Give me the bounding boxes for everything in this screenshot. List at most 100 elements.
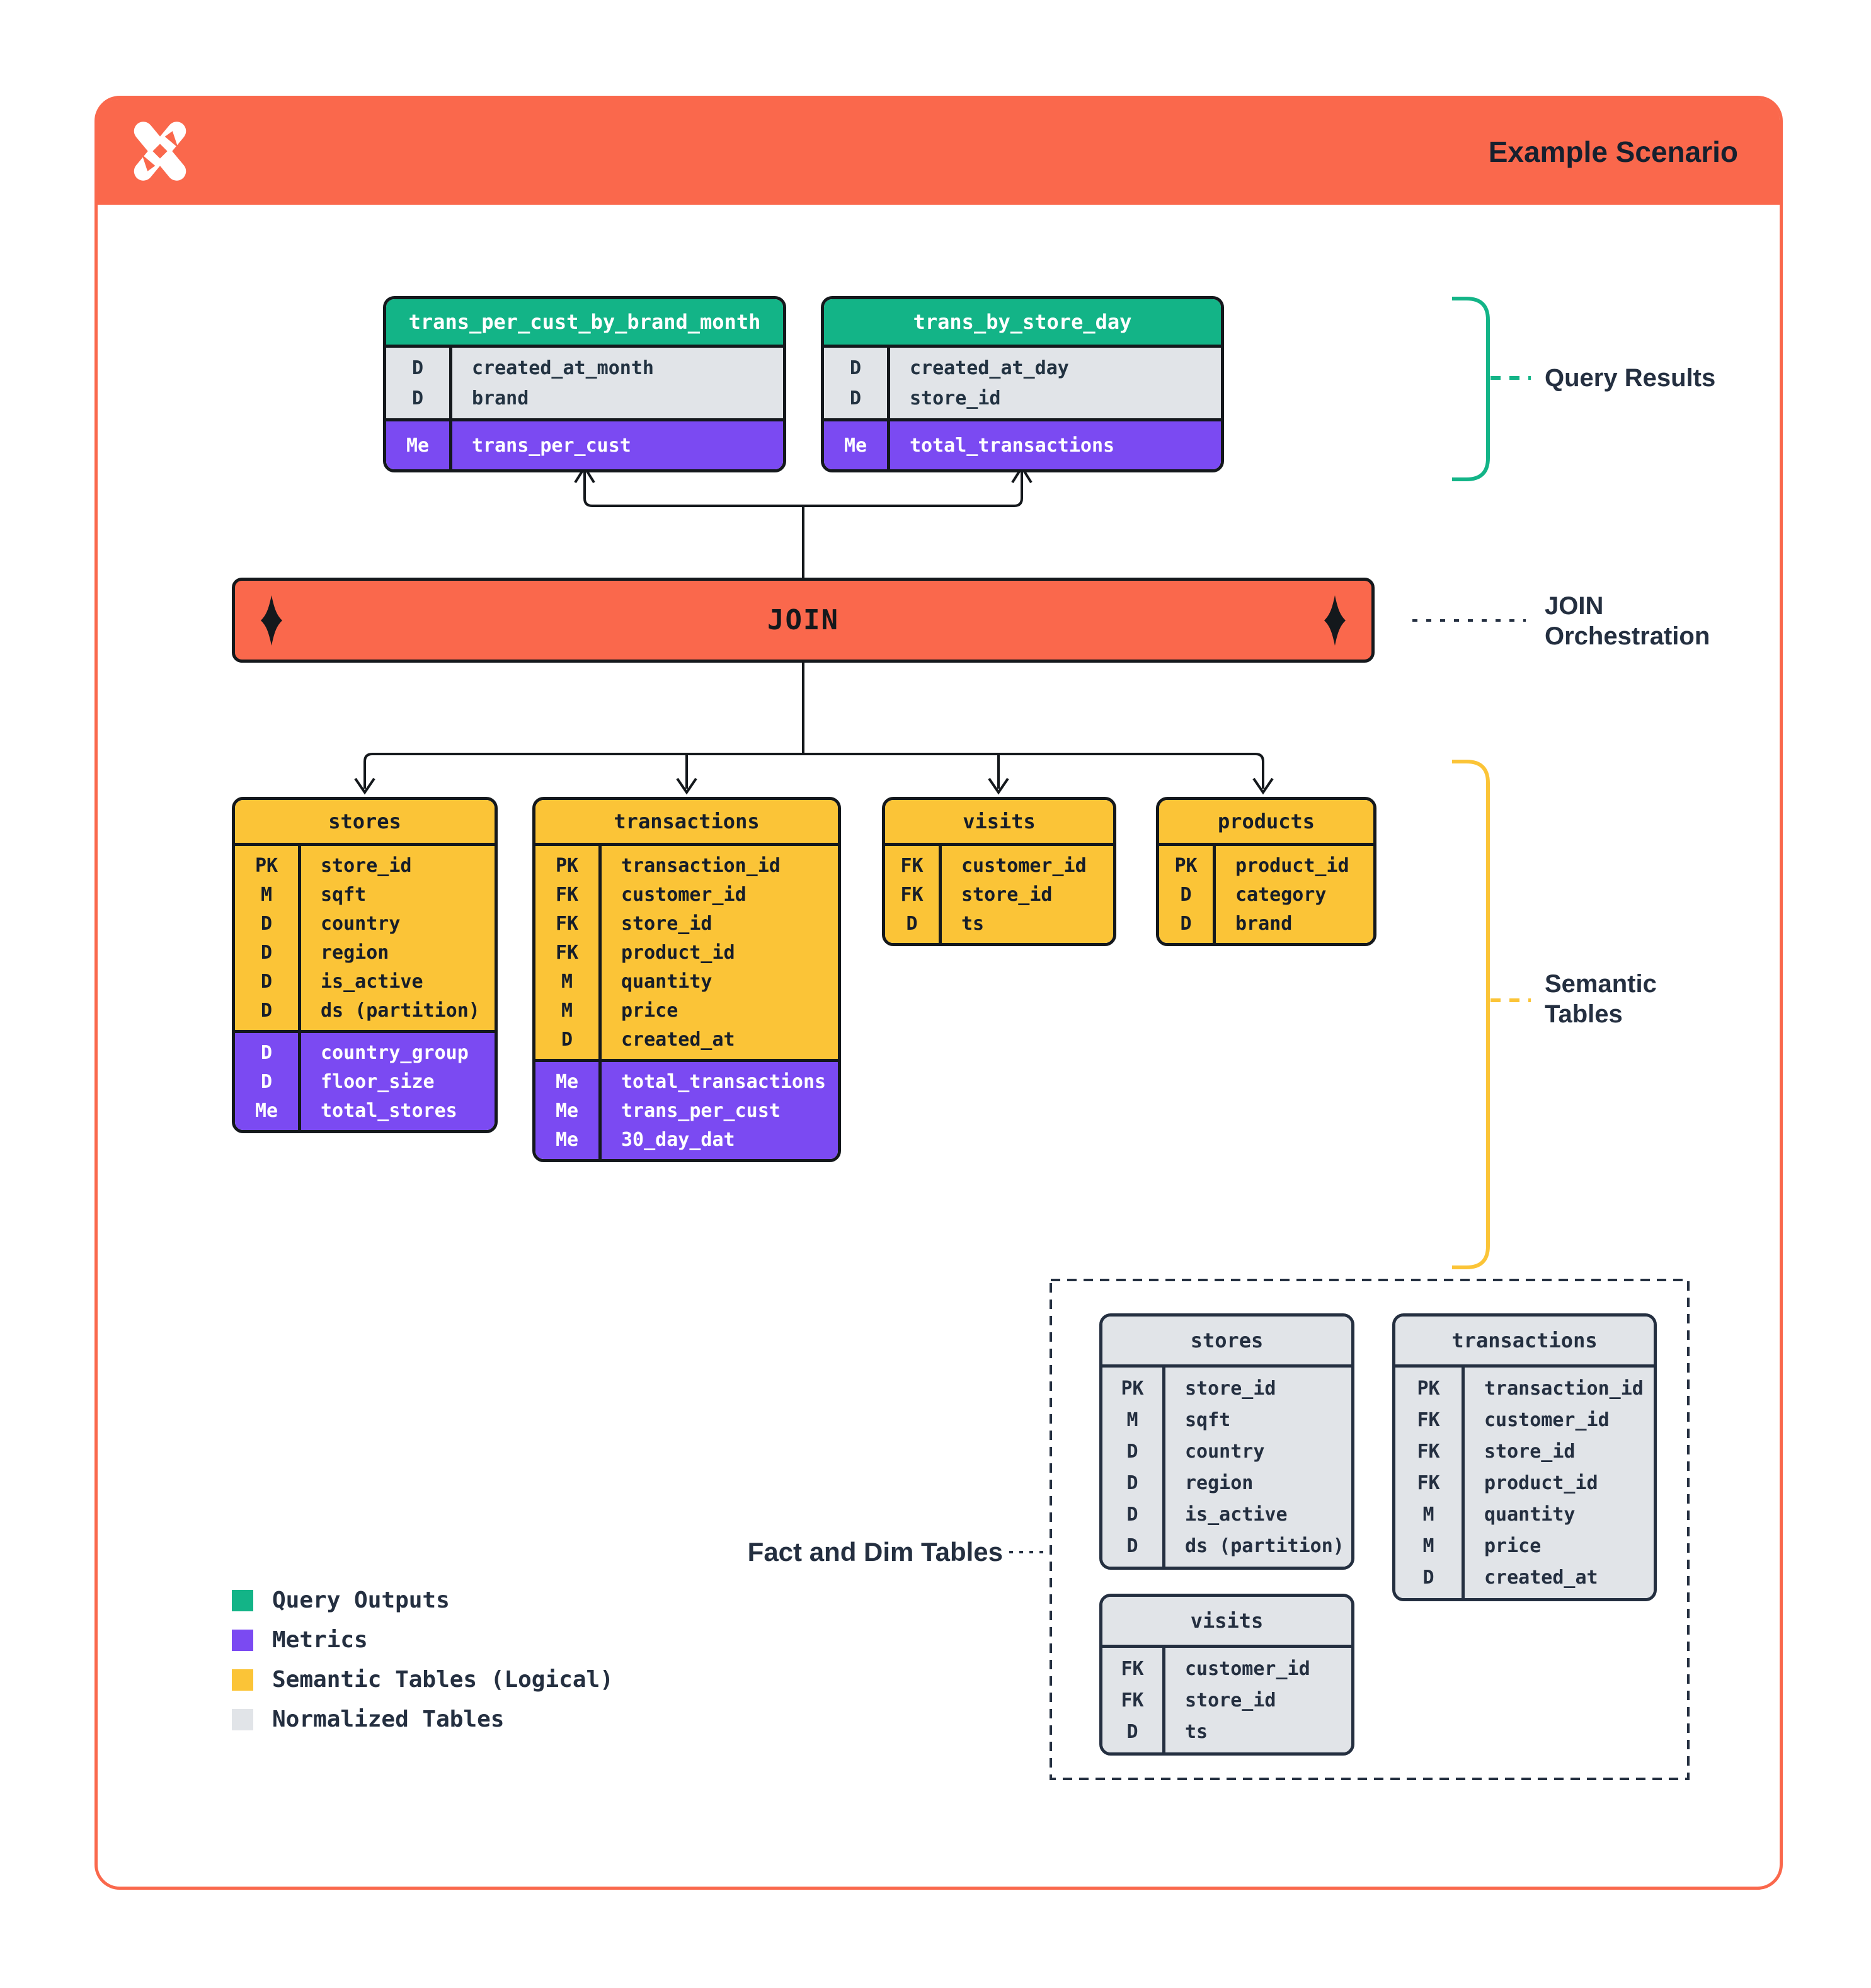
row-field: brand [1235, 912, 1293, 935]
table-row: FK customer_id [1102, 1653, 1351, 1684]
query-table: trans_by_store_day D created_at_day D st… [821, 296, 1224, 472]
semantic-table: products PK product_id D category D bran… [1156, 797, 1376, 946]
row-key: D [260, 941, 273, 964]
table-row: FK customer_id [535, 880, 838, 909]
row-key: PK [555, 854, 579, 877]
join-node: JOIN [232, 578, 1375, 663]
row-key: M [561, 999, 573, 1022]
table-row: D country [235, 909, 495, 938]
row-field: customer_id [961, 854, 1087, 877]
row-field: is_active [321, 970, 423, 993]
row-field: price [621, 999, 678, 1022]
row-key: D [849, 357, 862, 379]
legend-label: Normalized Tables [272, 1706, 505, 1732]
row-field: customer_id [621, 883, 747, 906]
row-field: quantity [621, 970, 712, 993]
columns-section: PK store_id M sqft D country D region D … [1102, 1368, 1351, 1567]
row-field: created_at_day [910, 357, 1069, 379]
row-field: product_id [1484, 1471, 1598, 1494]
row-field: ds (partition) [321, 999, 480, 1022]
row-key: D [1126, 1534, 1138, 1557]
table-row: FK customer_id [1395, 1404, 1654, 1436]
legend-item: Query Outputs [232, 1587, 614, 1613]
row-field: ts [1185, 1720, 1208, 1743]
row-key: FK [900, 854, 924, 877]
dimension-section: D created_at_month D brand [386, 348, 783, 418]
row-field: store_id [1185, 1377, 1276, 1400]
row-field: is_active [1185, 1503, 1288, 1526]
x-pinwheel-logo-icon [134, 122, 186, 181]
query-table: trans_per_cust_by_brand_month D created_… [383, 296, 786, 472]
row-key: FK [555, 912, 579, 935]
table-row: PK product_id [1159, 851, 1373, 880]
table-name: products [1159, 800, 1373, 846]
legend-label: Semantic Tables (Logical) [272, 1667, 614, 1693]
table-row: FK product_id [1395, 1467, 1654, 1499]
row-field: customer_id [1484, 1408, 1610, 1431]
row-key: D [849, 387, 862, 409]
metrics-section: Me total_transactions Me trans_per_cust … [535, 1059, 838, 1159]
table-row: FK store_id [885, 880, 1113, 909]
row-key: M [561, 970, 573, 993]
semantic-tables-line1: Semantic [1545, 970, 1657, 998]
row-key: FK [1417, 1408, 1440, 1431]
row-field: ts [961, 912, 985, 935]
row-field: floor_size [321, 1070, 435, 1093]
row-field: ds (partition) [1185, 1534, 1344, 1557]
table-row: FK store_id [1395, 1436, 1654, 1467]
row-field: store_id [910, 387, 1001, 409]
columns-section: PK store_id M sqft D country D region D … [235, 846, 495, 1030]
row-key: D [1126, 1440, 1138, 1463]
table-row: FK store_id [1102, 1684, 1351, 1716]
columns-section: PK transaction_id FK customer_id FK stor… [1395, 1368, 1654, 1598]
row-field: category [1235, 883, 1327, 906]
row-key: D [260, 970, 273, 993]
table-row: D brand [1159, 909, 1373, 938]
row-field: transaction_id [621, 854, 781, 877]
row-field: product_id [1235, 854, 1349, 877]
table-row: D ts [1102, 1716, 1351, 1747]
table-row: D region [235, 938, 495, 967]
legend: Query Outputs Metrics Semantic Tables (L… [232, 1587, 614, 1732]
table-row: D country [1102, 1436, 1351, 1467]
table-name: visits [1102, 1597, 1351, 1648]
card-header: Example Scenario [98, 99, 1780, 205]
legend-label: Query Outputs [272, 1587, 450, 1613]
table-name: stores [1102, 1317, 1351, 1368]
diamond-spark-icon [1324, 595, 1346, 646]
row-key: D [1126, 1471, 1138, 1494]
normalized-table: stores PK store_id M sqft D country D re… [1099, 1313, 1354, 1570]
row-field: country [321, 912, 401, 935]
row-field: region [321, 941, 389, 964]
row-key: M [1422, 1534, 1434, 1557]
row-key: Me [844, 434, 867, 457]
table-row: PK transaction_id [535, 851, 838, 880]
row-key: Me [406, 434, 430, 457]
table-row: D created_at_month [386, 353, 783, 383]
row-key: FK [900, 883, 924, 906]
row-field: country [1185, 1440, 1265, 1463]
table-row: D created_at [1395, 1562, 1654, 1593]
query-results-label: Query Results [1545, 364, 1716, 392]
row-key: D [411, 387, 424, 409]
row-field: created_at_month [472, 357, 654, 379]
table-row: PK store_id [235, 851, 495, 880]
row-key: FK [1121, 1689, 1144, 1711]
fact-dim-label: Fact and Dim Tables [747, 1537, 1003, 1567]
table-row: Me total_transactions [535, 1067, 838, 1096]
metrics-section: D country_group D floor_size Me total_st… [235, 1030, 495, 1130]
semantic-tables-line2: Tables [1545, 1000, 1623, 1028]
semantic-tables-swatch-icon [232, 1669, 253, 1691]
diamond-spark-icon [261, 595, 282, 646]
row-field: store_id [321, 854, 412, 877]
row-field: region [1185, 1471, 1254, 1494]
row-key: M [1126, 1408, 1138, 1431]
row-field: created_at [1484, 1566, 1598, 1589]
row-field: store_id [1185, 1689, 1276, 1711]
row-field: store_id [961, 883, 1053, 906]
row-key: D [260, 999, 273, 1022]
legend-item: Semantic Tables (Logical) [232, 1667, 614, 1693]
row-field: total_transactions [910, 434, 1115, 457]
join-orchestration-line1: JOIN [1545, 592, 1604, 620]
